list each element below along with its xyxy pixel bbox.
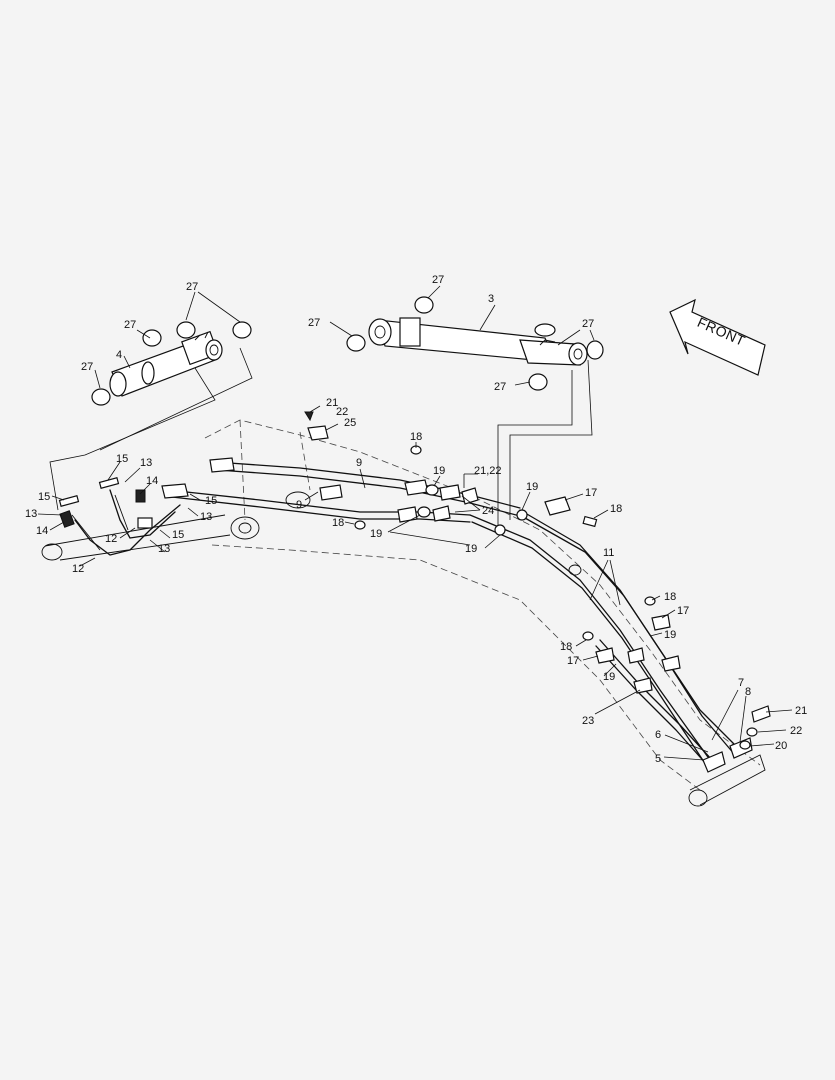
clamp-17-top	[544, 496, 571, 516]
callout-18: 18	[560, 641, 572, 653]
callout-22: 22	[336, 406, 348, 418]
callout-19: 19	[370, 528, 382, 540]
callout-11: 11	[603, 547, 614, 559]
callout-13: 13	[158, 543, 170, 555]
boom-pin-left	[41, 543, 63, 561]
callout-9: 9	[296, 499, 302, 511]
callout-5: 5	[655, 753, 661, 765]
callout-18: 18	[410, 431, 422, 443]
end-fitting-5	[702, 751, 726, 773]
callout-21: 21	[795, 705, 807, 717]
callout-17: 17	[585, 487, 597, 499]
front-direction-arrow: FRONT	[669, 298, 766, 376]
callout-15: 15	[205, 495, 217, 507]
callout-4: 4	[116, 349, 122, 361]
clamp-25	[307, 425, 329, 441]
callout-12: 12	[105, 533, 117, 545]
callout-6: 6	[655, 729, 661, 741]
leader-lines	[37, 285, 793, 761]
callout-19: 19	[465, 543, 477, 555]
seal-rings-27-left	[91, 321, 252, 406]
boom-tip-pin	[688, 789, 708, 807]
callout-9: 9	[356, 457, 362, 469]
callout-13: 13	[140, 457, 152, 469]
callout-17: 17	[567, 655, 579, 667]
callout-19: 19	[526, 481, 538, 493]
callout-20: 20	[775, 740, 787, 752]
callout-19: 19	[433, 465, 445, 477]
callout-12: 12	[72, 563, 84, 575]
callout-27: 27	[124, 319, 136, 331]
callout-24: 24	[482, 505, 494, 517]
reference-lines	[49, 347, 593, 530]
callout-8: 8	[745, 686, 751, 698]
boom-mid-hole	[568, 564, 582, 576]
callout-21-22: 21,22	[474, 465, 502, 477]
callout-25: 25	[344, 417, 356, 429]
callout-14: 14	[36, 525, 48, 537]
callout-15: 15	[38, 491, 50, 503]
callout-13: 13	[25, 508, 37, 520]
callout-27: 27	[308, 317, 320, 329]
callout-18: 18	[664, 591, 676, 603]
callout-19: 19	[664, 629, 676, 641]
callout-3: 3	[488, 293, 494, 305]
callout-14: 14	[146, 475, 158, 487]
callout-18: 18	[610, 503, 622, 515]
cylinder-3	[368, 317, 588, 366]
callout-27: 27	[432, 274, 444, 286]
callout-27: 27	[494, 381, 506, 393]
callout-21: 21	[326, 397, 338, 409]
callout-22: 22	[790, 725, 802, 737]
callout-18: 18	[332, 517, 344, 529]
boom-foot-pivot	[230, 516, 260, 540]
callout-27: 27	[582, 318, 594, 330]
clamps-and-fittings	[58, 411, 771, 750]
callout-27: 27	[186, 281, 198, 293]
callout-23: 23	[582, 715, 594, 727]
bolt-21	[304, 411, 314, 422]
callout-17: 17	[677, 605, 689, 617]
callout-19: 19	[603, 671, 615, 683]
callout-labels: 27 27 27 4 27 27 3 27 27 27 21 22 25 18 …	[25, 274, 807, 765]
callout-15: 15	[172, 529, 184, 541]
callout-27: 27	[81, 361, 93, 373]
callout-13: 13	[200, 511, 212, 523]
callout-7: 7	[738, 677, 744, 689]
callout-15: 15	[116, 453, 128, 465]
cylinder-4	[109, 330, 223, 397]
